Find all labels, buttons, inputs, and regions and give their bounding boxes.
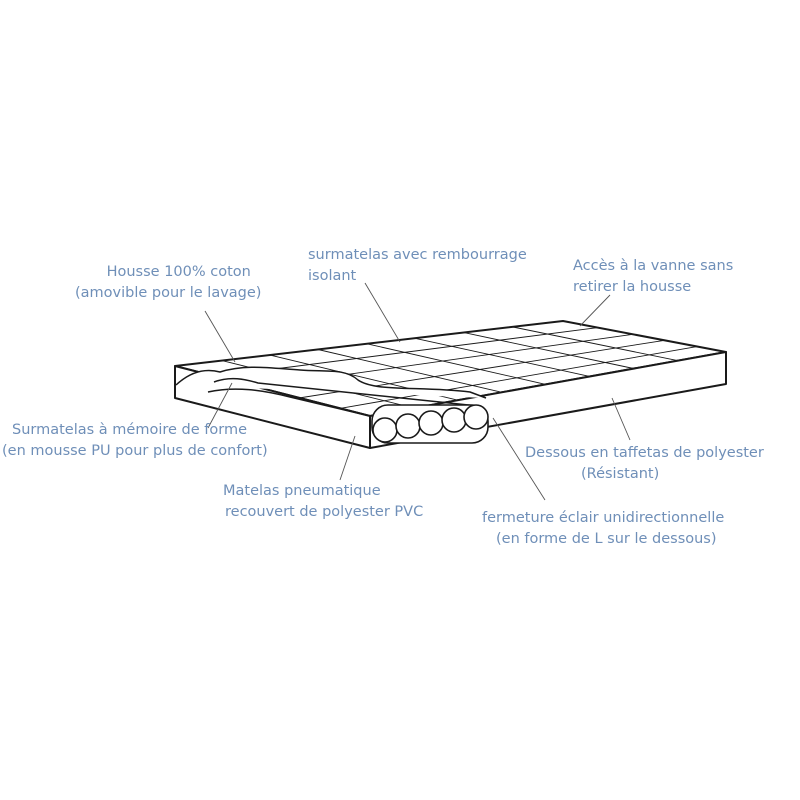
leader-valve <box>579 294 611 327</box>
air-tube <box>395 413 421 439</box>
label-memory-line2: (en mousse PU pour plus de confort) <box>2 443 268 459</box>
label-zipper-line1: fermeture éclair unidirectionnelle <box>482 510 725 526</box>
label-topper-line1: surmatelas avec rembourrage <box>308 247 527 263</box>
label-topper-line2: isolant <box>308 268 357 284</box>
label-memory: Surmatelas à mémoire de forme (en mousse… <box>2 420 268 462</box>
leader-zipper <box>492 417 546 501</box>
label-air-line1: Matelas pneumatique <box>223 483 381 499</box>
label-air-line2: recouvert de polyester PVC <box>225 504 424 520</box>
label-valve: Accès à la vanne sans retirer la housse <box>573 256 733 298</box>
label-valve-line1: Accès à la vanne sans <box>573 258 734 274</box>
memory-foam-layer-edge <box>213 377 479 407</box>
label-underside: Dessous en taffetas de polyester (Résist… <box>525 443 764 485</box>
label-underside-line1: Dessous en taffetas de polyester <box>525 445 764 461</box>
label-zipper: fermeture éclair unidirectionnelle (en f… <box>482 508 724 550</box>
label-valve-line2: retirer la housse <box>573 279 692 295</box>
leader-memory <box>207 382 233 429</box>
air-tubes <box>371 404 489 444</box>
label-air: Matelas pneumatique recouvert de polyest… <box>223 481 423 523</box>
label-cover-line2: (amovible pour le lavage) <box>75 285 262 301</box>
leader-air <box>339 435 356 481</box>
label-cover-line1: Housse 100% coton <box>106 264 251 280</box>
leader-underside <box>611 397 631 441</box>
cover-flap-outline <box>175 366 487 399</box>
air-tube <box>441 407 467 433</box>
label-zipper-line2: (en forme de L sur le dessous) <box>496 531 717 547</box>
air-tube <box>418 410 444 436</box>
label-underside-line2: (Résistant) <box>581 466 660 482</box>
label-memory-line1: Surmatelas à mémoire de forme <box>12 422 247 438</box>
leader-topper <box>364 282 401 343</box>
air-tube <box>463 404 489 430</box>
memory-foam-layer-edge-lower <box>207 388 371 417</box>
label-topper: surmatelas avec rembourrage isolant <box>308 245 527 287</box>
leader-cover <box>204 310 236 363</box>
label-cover: Housse 100% coton (amovible pour le lava… <box>75 262 261 304</box>
air-tube <box>372 417 398 443</box>
